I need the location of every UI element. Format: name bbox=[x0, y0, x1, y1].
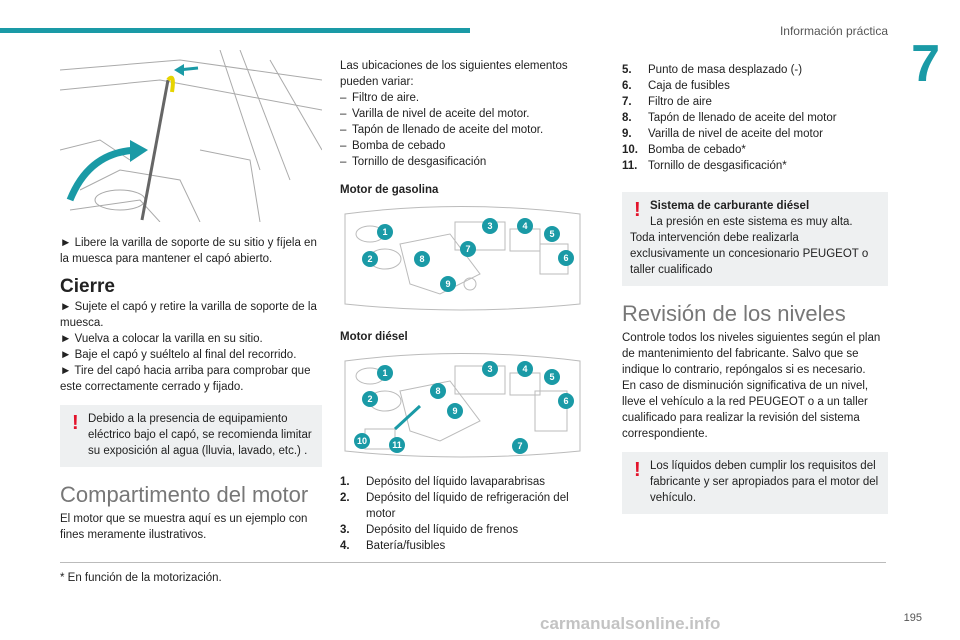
svg-text:11: 11 bbox=[392, 440, 402, 450]
callout-badge-6: 6 bbox=[558, 250, 574, 266]
svg-text:3: 3 bbox=[487, 364, 492, 374]
fuel-warning-title: Sistema de carburante diésel bbox=[650, 200, 810, 212]
levels-heading: Revisión de los niveles bbox=[622, 301, 846, 326]
close-step: ► Tire del capó hacia arriba para compro… bbox=[60, 365, 311, 393]
callout-badge-7: 7 bbox=[512, 438, 528, 454]
warning-icon: ! bbox=[634, 199, 641, 221]
parts-list: 1.Depósito del líquido lavaparabrisas 2.… bbox=[340, 474, 585, 554]
list-item: 10.Bomba de cebado* bbox=[622, 144, 746, 156]
svg-text:2: 2 bbox=[367, 394, 372, 404]
list-item: 1.Depósito del líquido lavaparabrisas bbox=[340, 476, 545, 488]
list-item: 11.Tornillo de desgasificación* bbox=[622, 160, 787, 172]
fuel-system-warning-box: ! Sistema de carburante diésel La presió… bbox=[622, 192, 888, 286]
svg-text:8: 8 bbox=[435, 386, 440, 396]
callout-badge-1: 1 bbox=[377, 224, 393, 240]
petrol-engine-diagram: 1 2 3 4 5 6 7 8 9 bbox=[344, 206, 581, 311]
callout-badge-10: 10 bbox=[354, 433, 370, 449]
callout-badge-9: 9 bbox=[447, 403, 463, 419]
footnote: * En función de la motorización. bbox=[60, 572, 222, 584]
svg-text:10: 10 bbox=[357, 436, 367, 446]
svg-text:2: 2 bbox=[367, 254, 372, 264]
support-rod-instruction: ► Libere la varilla de soporte de su sit… bbox=[60, 237, 317, 265]
svg-text:4: 4 bbox=[522, 221, 527, 231]
list-item: –Tapón de llenado de aceite del motor. bbox=[340, 124, 544, 136]
list-item: 5.Punto de masa desplazado (-) bbox=[622, 64, 803, 76]
callout-badge-8: 8 bbox=[414, 251, 430, 267]
column-3: 5.Punto de masa desplazado (-) 6.Caja de… bbox=[622, 62, 888, 524]
svg-text:4: 4 bbox=[522, 364, 527, 374]
close-heading: Cierre bbox=[60, 276, 115, 297]
list-item: 2.Depósito del líquido de refrigeración … bbox=[340, 492, 569, 520]
svg-text:7: 7 bbox=[465, 244, 470, 254]
column-2: Las ubicaciones de los siguientes elemen… bbox=[340, 58, 585, 554]
list-item: –Bomba de cebado bbox=[340, 140, 446, 152]
callout-badge-4: 4 bbox=[517, 361, 533, 377]
header-accent-bar bbox=[0, 28, 470, 33]
warning-icon: ! bbox=[634, 459, 641, 481]
callout-badge-2: 2 bbox=[362, 391, 378, 407]
callout-badge-3: 3 bbox=[482, 361, 498, 377]
hood-support-illustration bbox=[59, 49, 323, 223]
callout-badge-6: 6 bbox=[558, 393, 574, 409]
diesel-engine-heading: Motor diésel bbox=[340, 331, 408, 343]
callout-badge-11: 11 bbox=[389, 437, 405, 453]
fuel-warning-text: La presión en este sistema es muy alta. bbox=[650, 216, 853, 228]
callout-badge-9: 9 bbox=[440, 276, 456, 292]
engine-compartment-text: El motor que se muestra aquí es un ejemp… bbox=[60, 513, 308, 541]
svg-text:7: 7 bbox=[517, 441, 522, 451]
engine-compartment-heading: Compartimento del motor bbox=[60, 482, 309, 507]
callout-badge-1: 1 bbox=[377, 365, 393, 381]
callout-badge-8: 8 bbox=[430, 383, 446, 399]
callout-badge-3: 3 bbox=[482, 218, 498, 234]
callout-badge-2: 2 bbox=[362, 251, 378, 267]
list-item: 7.Filtro de aire bbox=[622, 96, 712, 108]
close-step: ► Baje el capó y suéltelo al final del r… bbox=[60, 349, 297, 361]
section-title: Información práctica bbox=[779, 24, 888, 38]
close-step: ► Vuelva a colocar la varilla en su siti… bbox=[60, 333, 263, 345]
levels-text: En caso de disminución significativa de … bbox=[622, 380, 869, 440]
list-item: 9.Varilla de nivel de aceite del motor bbox=[622, 128, 823, 140]
list-item: –Filtro de aire. bbox=[340, 92, 420, 104]
list-item: –Tornillo de desgasificación bbox=[340, 156, 487, 168]
fuel-warning-text: Toda intervención debe realizarla exclus… bbox=[630, 232, 869, 276]
svg-text:3: 3 bbox=[487, 221, 492, 231]
svg-text:9: 9 bbox=[452, 406, 457, 416]
callout-badge-7: 7 bbox=[460, 241, 476, 257]
chapter-number: 7 bbox=[911, 35, 940, 93]
svg-text:6: 6 bbox=[563, 253, 568, 263]
callout-badge-5: 5 bbox=[544, 226, 560, 242]
svg-text:9: 9 bbox=[445, 279, 450, 289]
svg-text:8: 8 bbox=[419, 254, 424, 264]
column-1: ► Libere la varilla de soporte de su sit… bbox=[59, 49, 323, 543]
watermark: carmanualsonline.info bbox=[540, 614, 721, 633]
callout-badge-4: 4 bbox=[517, 218, 533, 234]
list-item: 6.Caja de fusibles bbox=[622, 80, 730, 92]
diesel-engine-diagram: 1 2 3 4 5 6 7 8 9 10 11 bbox=[344, 353, 581, 458]
water-warning-text: Debido a la presencia de equipamiento el… bbox=[88, 413, 312, 457]
svg-text:6: 6 bbox=[563, 396, 568, 406]
locations-intro: Las ubicaciones de los siguientes elemen… bbox=[340, 60, 568, 88]
list-item: 3.Depósito del líquido de frenos bbox=[340, 524, 519, 536]
close-step: ► Sujete el capó y retire la varilla de … bbox=[60, 301, 317, 329]
liquid-warning-box: ! Los líquidos deben cumplir los requisi… bbox=[622, 452, 888, 514]
warning-icon: ! bbox=[72, 412, 79, 434]
svg-text:5: 5 bbox=[549, 372, 554, 382]
svg-text:5: 5 bbox=[549, 229, 554, 239]
list-item: 4.Batería/fusibles bbox=[340, 540, 446, 552]
levels-text: Controle todos los niveles siguientes se… bbox=[622, 332, 881, 376]
callout-badge-5: 5 bbox=[544, 369, 560, 385]
parts-list-continued: 5.Punto de masa desplazado (-) 6.Caja de… bbox=[622, 62, 888, 174]
list-item: 8.Tapón de llenado de aceite del motor bbox=[622, 112, 837, 124]
svg-text:1: 1 bbox=[382, 368, 387, 378]
petrol-engine-heading: Motor de gasolina bbox=[340, 184, 439, 196]
footnote-divider bbox=[60, 562, 886, 563]
page-number: 195 bbox=[903, 612, 922, 624]
svg-text:1: 1 bbox=[382, 227, 387, 237]
liquid-warning-text: Los líquidos deben cumplir los requisito… bbox=[650, 460, 879, 504]
water-warning-box: ! Debido a la presencia de equipamiento … bbox=[60, 405, 322, 467]
list-item: –Varilla de nivel de aceite del motor. bbox=[340, 108, 530, 120]
